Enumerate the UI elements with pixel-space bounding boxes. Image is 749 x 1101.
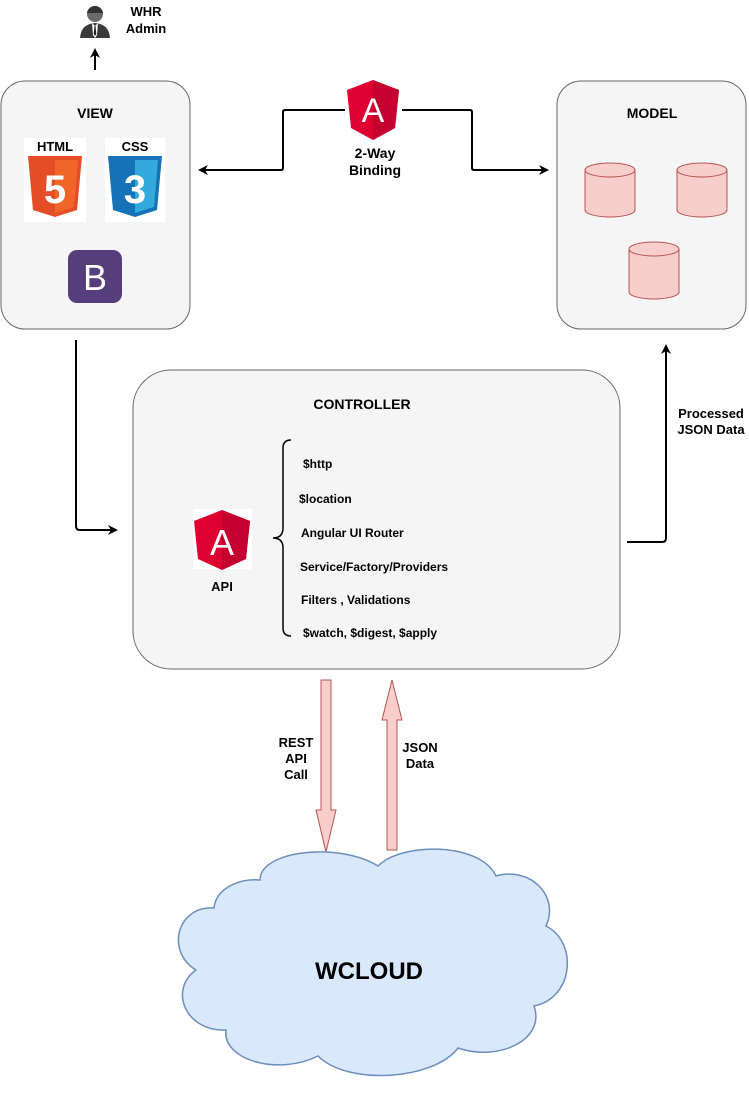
controller-item: $http xyxy=(303,457,332,471)
rest-call-arrow xyxy=(315,679,337,853)
admin-user-icon xyxy=(80,5,110,38)
cloud-label: WCLOUD xyxy=(315,958,423,985)
controller-item: Service/Factory/Providers xyxy=(300,560,448,574)
json-label-line2: Data xyxy=(406,756,435,771)
binding-label-line1: 2-Way xyxy=(355,145,396,161)
cloud-shape[interactable] xyxy=(177,848,568,1077)
database-icon xyxy=(628,241,680,300)
api-angular-letter: A xyxy=(210,522,234,563)
processed-label-line2: JSON Data xyxy=(677,422,745,437)
controller-title: CONTROLLER xyxy=(313,396,410,412)
view-title: VIEW xyxy=(77,105,114,121)
angular-api-icon: A xyxy=(193,509,252,570)
controller-item: Filters , Validations xyxy=(301,593,411,607)
controller-item: $watch, $digest, $apply xyxy=(303,626,437,640)
html5-icon: HTML 5 xyxy=(24,138,86,222)
api-label: API xyxy=(211,579,233,594)
controller-item: $location xyxy=(299,492,352,506)
bootstrap-letter: B xyxy=(83,257,107,298)
html-badge-text: HTML xyxy=(37,139,73,154)
rest-label-line1: REST xyxy=(279,735,314,750)
processed-label-line1: Processed xyxy=(678,406,744,421)
css3-icon: CSS 3 xyxy=(105,138,165,222)
view-to-controller-arrow xyxy=(75,340,118,535)
binding-to-view-arrow xyxy=(198,109,345,175)
database-icon xyxy=(584,162,636,218)
model-box[interactable] xyxy=(556,80,747,330)
binding-angular-letter: A xyxy=(362,92,385,130)
css-badge-text: CSS xyxy=(122,139,149,154)
json-label-line1: JSON xyxy=(402,740,437,755)
controller-to-model-arrow xyxy=(627,344,671,543)
json-data-arrow xyxy=(381,679,403,851)
binding-label-line2: Binding xyxy=(349,162,401,178)
controller-box[interactable] xyxy=(132,369,621,670)
controller-items-brace xyxy=(272,439,292,637)
binding-to-model-arrow xyxy=(402,109,549,175)
database-icon xyxy=(676,162,728,218)
user-label-line1: WHR xyxy=(130,4,162,19)
bootstrap-icon: B xyxy=(68,250,122,303)
css-number: 3 xyxy=(124,168,146,212)
angular-binding-icon: A xyxy=(347,80,399,140)
rest-label-line2: API xyxy=(285,751,307,766)
html-number: 5 xyxy=(44,168,66,212)
model-title: MODEL xyxy=(627,105,678,121)
user-label-line2: Admin xyxy=(126,21,167,36)
rest-label-line3: Call xyxy=(284,767,308,782)
controller-item: Angular UI Router xyxy=(301,526,404,540)
